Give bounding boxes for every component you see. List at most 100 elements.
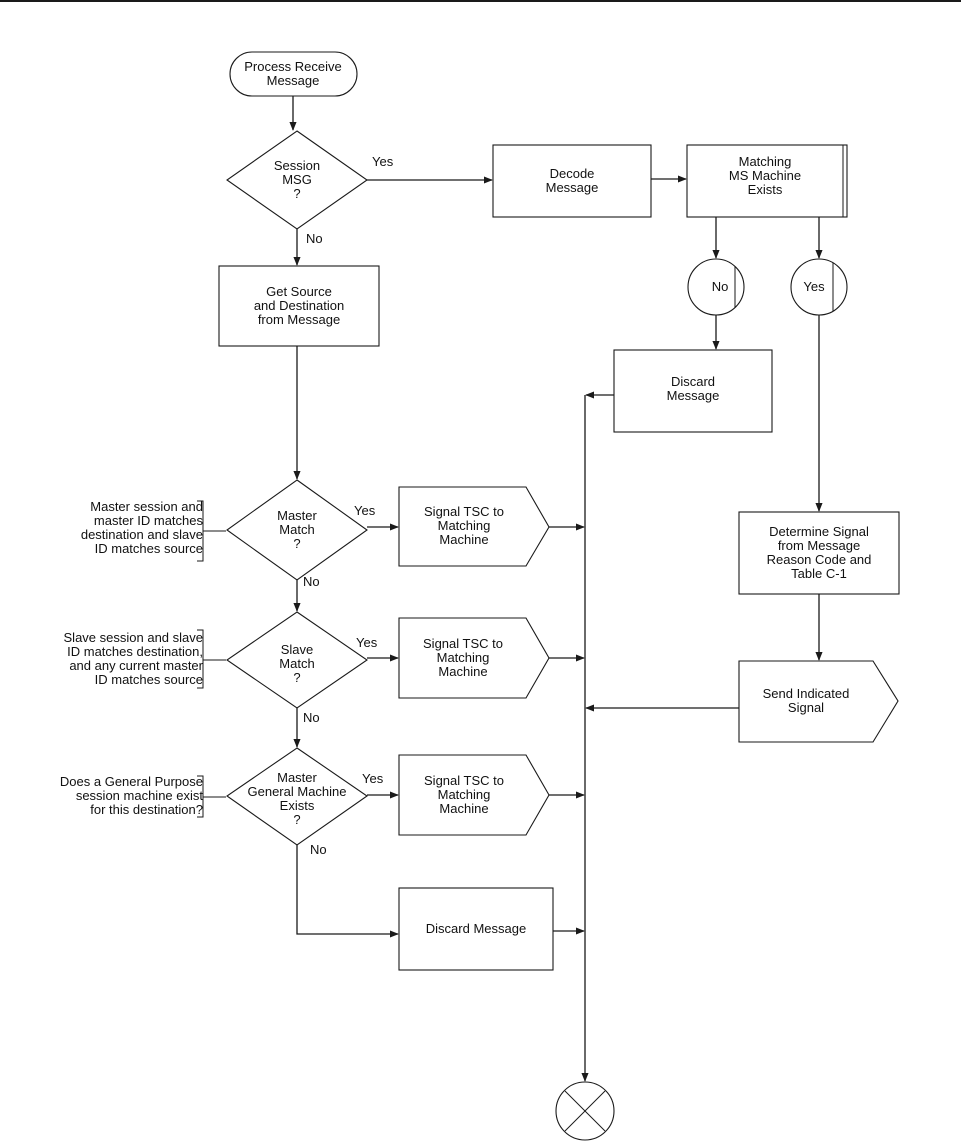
text-line: Master session and <box>90 499 203 514</box>
text-line: ? <box>293 536 300 551</box>
general-no-label: No <box>310 842 327 857</box>
text-line: Machine <box>439 801 488 816</box>
text-line: Exists <box>748 182 783 197</box>
text-line: Matching <box>438 518 491 533</box>
text-line: Slave <box>281 642 314 657</box>
text-line: and any current master <box>69 658 203 673</box>
end-connector <box>555 1081 615 1141</box>
text-line: Message <box>546 180 599 195</box>
slave-no-label: No <box>303 710 320 725</box>
text-line: Send Indicated <box>763 686 850 701</box>
text-line: Decode <box>550 166 595 181</box>
text-line: and Destination <box>254 298 344 313</box>
text-line: Signal <box>788 700 824 715</box>
text-line: session machine exist <box>76 788 204 803</box>
text-line: master ID matches <box>94 513 204 528</box>
text-line: destination and slave <box>81 527 203 542</box>
master-no-label: No <box>303 574 320 589</box>
text-line: Master <box>277 770 317 785</box>
text-line: Match <box>279 656 314 671</box>
text-line: Matching <box>438 787 491 802</box>
connector-yes-label: Yes <box>803 279 825 294</box>
text-line: Exists <box>280 798 315 813</box>
text-line: ? <box>293 812 300 827</box>
text-line: Matching <box>437 650 490 665</box>
text-line: ID matches destination, <box>67 644 203 659</box>
text-line: Signal TSC to <box>424 773 504 788</box>
session-no-label: No <box>306 231 323 246</box>
text-line: Match <box>279 522 314 537</box>
text-line: Get Source <box>266 284 332 299</box>
text-line: Message <box>667 388 720 403</box>
text-line: Does a General Purpose <box>60 774 203 789</box>
text-line: Master <box>277 508 317 523</box>
text-line: General Machine <box>248 784 347 799</box>
text-line: Determine Signal <box>769 524 869 539</box>
text-line: Message <box>267 73 320 88</box>
text-line: ID matches source <box>95 672 203 687</box>
text-line: ID matches source <box>95 541 203 556</box>
text-line: for this destination? <box>90 802 203 817</box>
slave-yes-label: Yes <box>356 635 378 650</box>
discard-message-bottom-box: Discard Message <box>398 887 554 971</box>
text-line: Machine <box>438 664 487 679</box>
text-line: Signal TSC to <box>424 504 504 519</box>
text-line: Machine <box>439 532 488 547</box>
text-line: ? <box>293 186 300 201</box>
text-line: Matching <box>739 154 792 169</box>
text-line: Yes <box>803 279 825 294</box>
text-line: Discard <box>671 374 715 389</box>
session-yes-label: Yes <box>372 154 394 169</box>
text-line: Slave session and slave <box>64 630 203 645</box>
text-line: from Message <box>258 312 340 327</box>
text-line: MSG <box>282 172 312 187</box>
connector-no: No <box>687 258 745 316</box>
text-line: Session <box>274 158 320 173</box>
text-line: MS Machine <box>729 168 801 183</box>
text-line: ? <box>293 670 300 685</box>
text-line: Discard Message <box>426 921 526 936</box>
connector-no-label: No <box>712 279 729 294</box>
text-line: Reason Code and <box>767 552 872 567</box>
text-line: Process Receive <box>244 59 342 74</box>
connector-yes: Yes <box>790 258 848 316</box>
master-yes-label: Yes <box>354 503 376 518</box>
text-line: Signal TSC to <box>423 636 503 651</box>
edge-general-no <box>296 845 399 938</box>
text-line: from Message <box>778 538 860 553</box>
text-line: No <box>712 279 729 294</box>
text-line: Table C-1 <box>791 566 847 581</box>
